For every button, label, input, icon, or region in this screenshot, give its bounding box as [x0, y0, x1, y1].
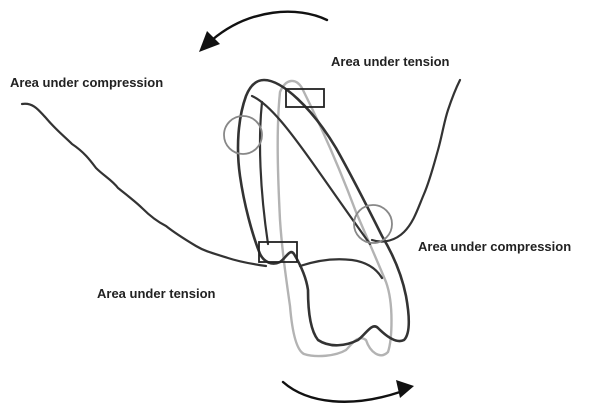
bone-contour-left	[22, 104, 266, 266]
counterclockwise-arrowhead-icon	[199, 31, 220, 52]
compression-marker-top	[224, 116, 262, 154]
label-area-under-tension-bottom: Area under tension	[97, 287, 215, 300]
counterclockwise-arrow-icon	[212, 12, 327, 40]
bone-contour-right	[372, 80, 460, 242]
tipped-tooth-inner-line-left	[252, 96, 370, 244]
tipped-tooth-inner-line-right	[260, 102, 268, 244]
compression-marker-right	[354, 205, 392, 243]
label-area-under-compression-right: Area under compression	[418, 240, 571, 253]
clockwise-arrow-icon	[283, 382, 400, 402]
label-area-under-tension-top: Area under tension	[331, 55, 449, 68]
clockwise-arrowhead-icon	[396, 380, 414, 398]
label-area-under-compression-top: Area under compression	[10, 76, 163, 89]
crown-line	[300, 259, 382, 278]
